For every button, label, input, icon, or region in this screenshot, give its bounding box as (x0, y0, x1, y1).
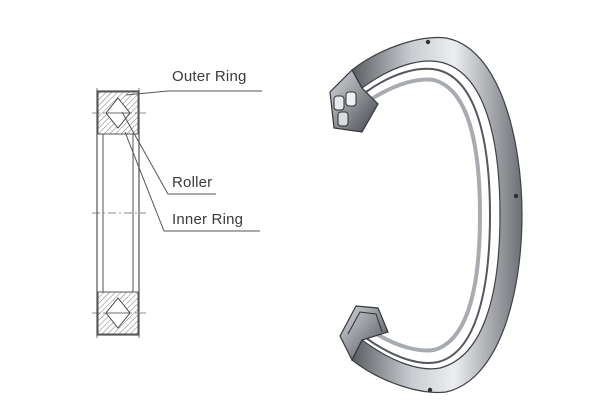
bearing-outer-ring (351, 36, 523, 394)
rim-hole-bottom (427, 387, 433, 393)
bearing-bottom-cut-end (339, 305, 389, 362)
bearing-3d-render (329, 36, 523, 394)
rim-hole-top (425, 39, 431, 45)
label-inner-ring: Inner Ring (172, 211, 244, 228)
leader-inner-ring (124, 131, 260, 232)
roller-2 (345, 91, 357, 107)
rim-hole-right (513, 193, 519, 199)
leader-roller (121, 111, 216, 195)
cross-section-drawing (92, 88, 146, 338)
label-outer-ring: Outer Ring (172, 68, 247, 85)
roller-3 (337, 111, 349, 127)
bearing-inner-groove (365, 67, 492, 364)
roller-1 (333, 95, 345, 111)
label-roller: Roller (172, 174, 213, 191)
leader-lines (121, 90, 262, 232)
leader-outer-ring (125, 90, 262, 96)
